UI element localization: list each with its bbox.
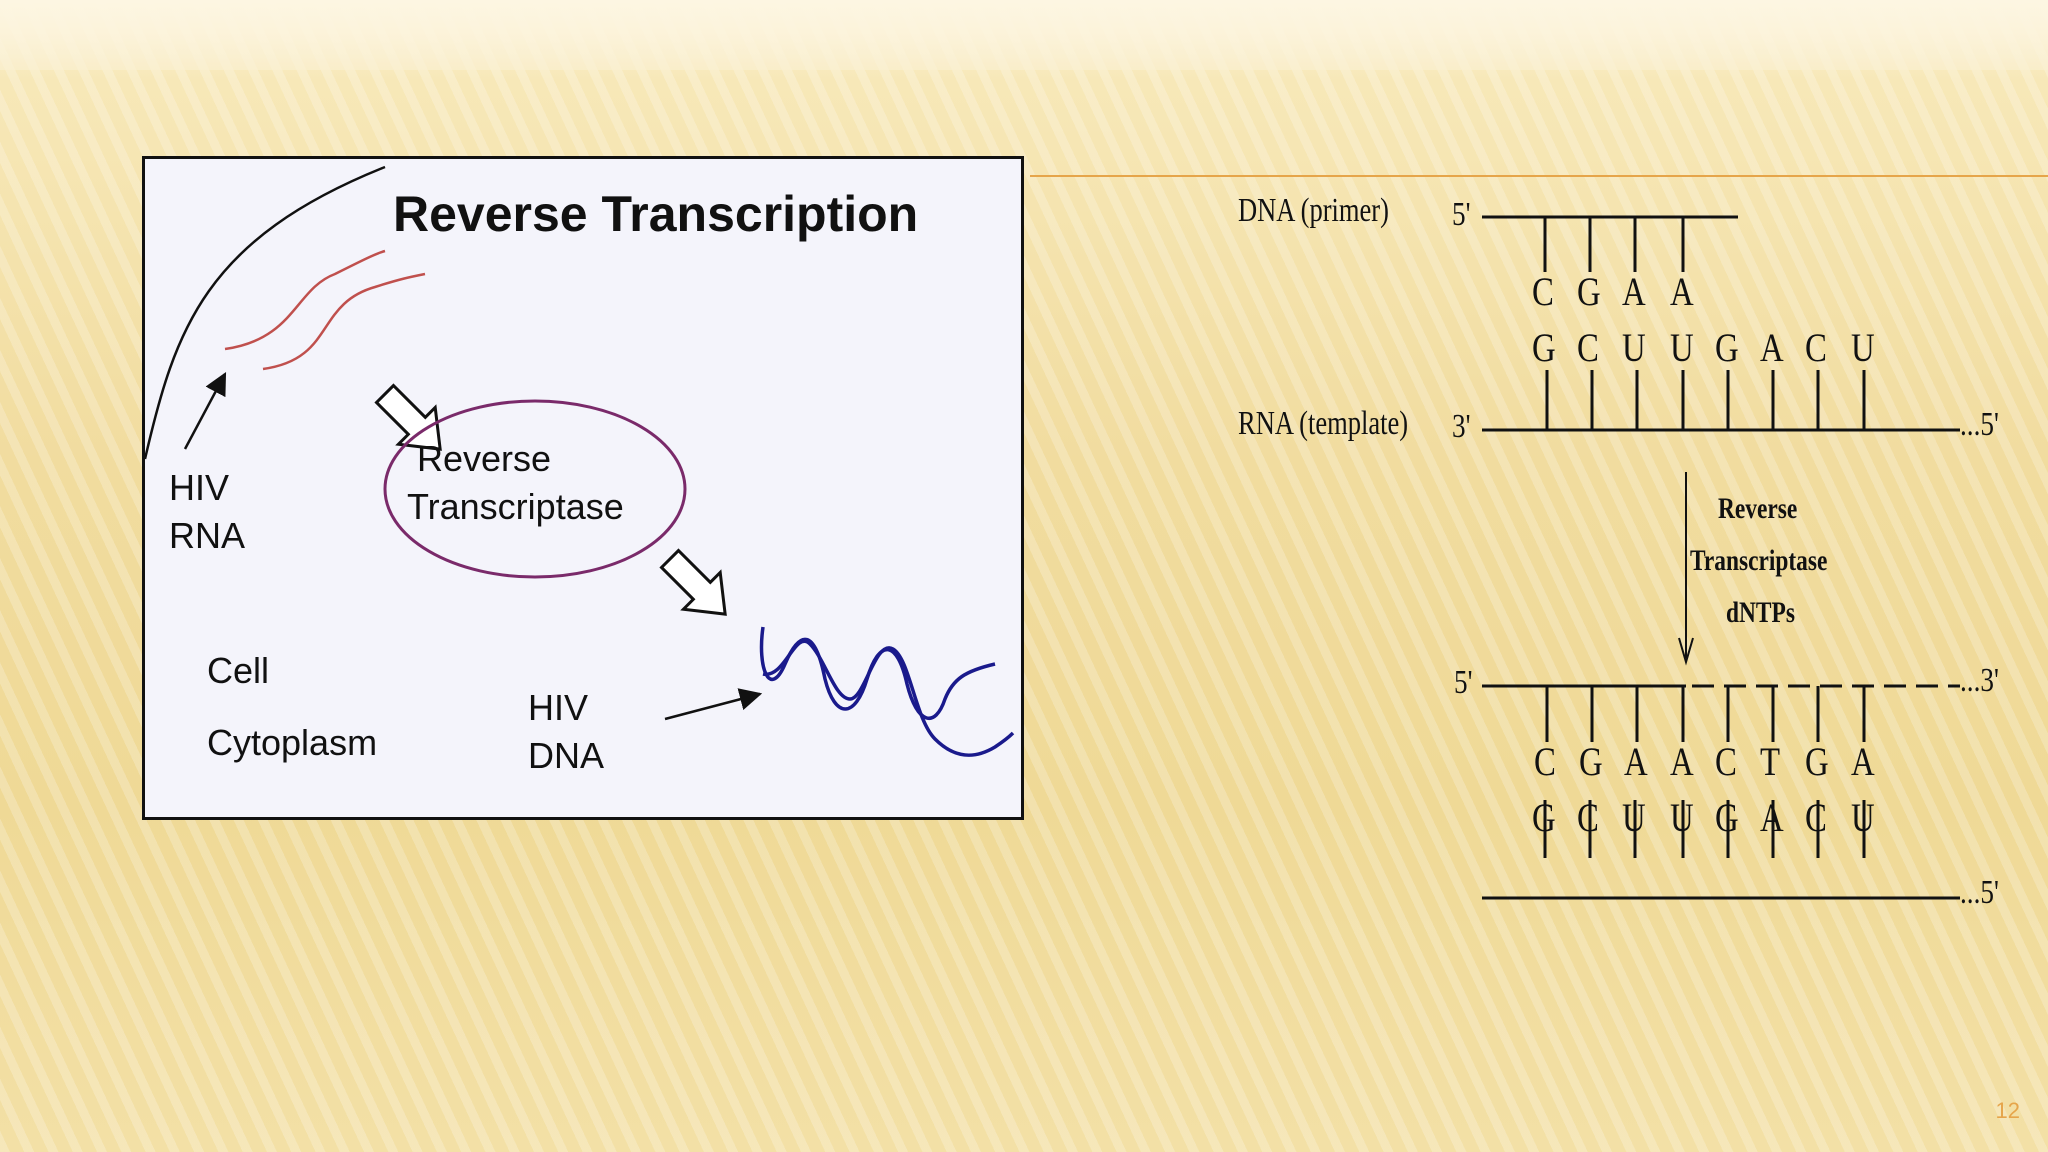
new-dna-3-prime: ...3' [1960,662,1999,699]
hiv-rna-strand-1 [224,249,386,351]
reverse-transcriptase-label: Reverse Transcriptase [407,435,624,531]
base-pairing-diagram: DNA (primer) RNA (template) 5' 3' ...5' … [1220,180,2030,920]
bottom-rna-5-prime: ...5' [1960,874,1999,911]
template-base: G [1532,325,1556,370]
dna-base: T [1760,739,1781,784]
cell-membrane-line [145,165,386,460]
template-base: A [1760,325,1784,370]
diagram-graphics [145,165,1015,757]
hollow-arrow-2 [659,548,727,616]
cell-cytoplasm-label: Cell Cytoplasm [207,635,377,779]
diagram-title: Reverse Transcription [393,186,919,242]
hiv-dna-label: HIV DNA [528,684,604,780]
reverse-transcription-diagram: Reverse Transcription HIV RNA Reverse Tr… [142,156,1024,820]
primer-base: A [1670,269,1694,314]
dna-primer-label: DNA (primer) [1238,192,1389,229]
dna-base: G [1805,739,1829,784]
cell-label-line-2: Cytoplasm [207,722,378,763]
enzyme-label-line-2: Transcriptase [407,486,624,527]
template-base: C [1577,325,1599,370]
hiv-dna-label-line-2: DNA [528,735,605,776]
dna-base: A [1851,739,1875,784]
reaction-enzyme-line-1: Reverse [1718,492,1798,525]
hiv-rna-strand-2 [262,272,426,371]
hiv-rna-label: HIV RNA [169,464,245,560]
hiv-dna-helix-strand-1 [759,626,996,720]
reaction-enzyme-line-3: dNTPs [1726,596,1795,629]
reaction-enzyme-line-2: Transcriptase [1690,544,1828,577]
slide-page-number: 12 [1995,1098,2020,1123]
rna-template-label: RNA (template) [1238,405,1409,442]
new-dna-5-prime: 5' [1454,664,1473,701]
template-3-prime: 3' [1452,408,1471,445]
template-base: U [1851,325,1875,370]
template-base: U [1670,325,1694,370]
hiv-dna-helix-strand-2 [762,639,1015,757]
rna-base: G [1715,795,1739,840]
rna-base: U [1622,795,1646,840]
rna-base: C [1805,795,1827,840]
enzyme-label-line-1: Reverse [417,438,552,479]
hiv-rna-label-line-2: RNA [169,515,246,556]
hollow-arrow-1 [374,383,442,451]
top-band [0,0,2048,70]
rna-base: U [1851,795,1875,840]
rna-base: G [1532,795,1556,840]
reaction-arrow-head [1678,637,1694,666]
rna-pointer-arrow [183,372,227,450]
hiv-dna-label-line-1: HIV [528,687,589,728]
hiv-rna-label-line-1: HIV [169,467,230,508]
primer-5-prime: 5' [1452,196,1471,233]
dna-base: G [1579,739,1603,784]
dna-pointer-arrow [664,688,763,721]
base-pairing-lines [1482,215,1960,900]
template-base: G [1715,325,1739,370]
template-base: U [1622,325,1646,370]
rna-base: U [1670,795,1694,840]
dna-base: A [1670,739,1694,784]
primer-base: C [1532,269,1554,314]
dna-base: A [1624,739,1648,784]
template-base: C [1805,325,1827,370]
dna-base: C [1715,739,1737,784]
primer-base: G [1577,269,1601,314]
primer-base: A [1622,269,1646,314]
rna-base: A [1760,795,1784,840]
reverse-transcriptase-ellipse [383,399,687,579]
cell-label-line-1: Cell [207,650,270,691]
dna-base: C [1534,739,1556,784]
template-5-prime: ...5' [1960,406,1999,443]
title-rule [1030,175,2048,177]
rna-base: C [1577,795,1599,840]
